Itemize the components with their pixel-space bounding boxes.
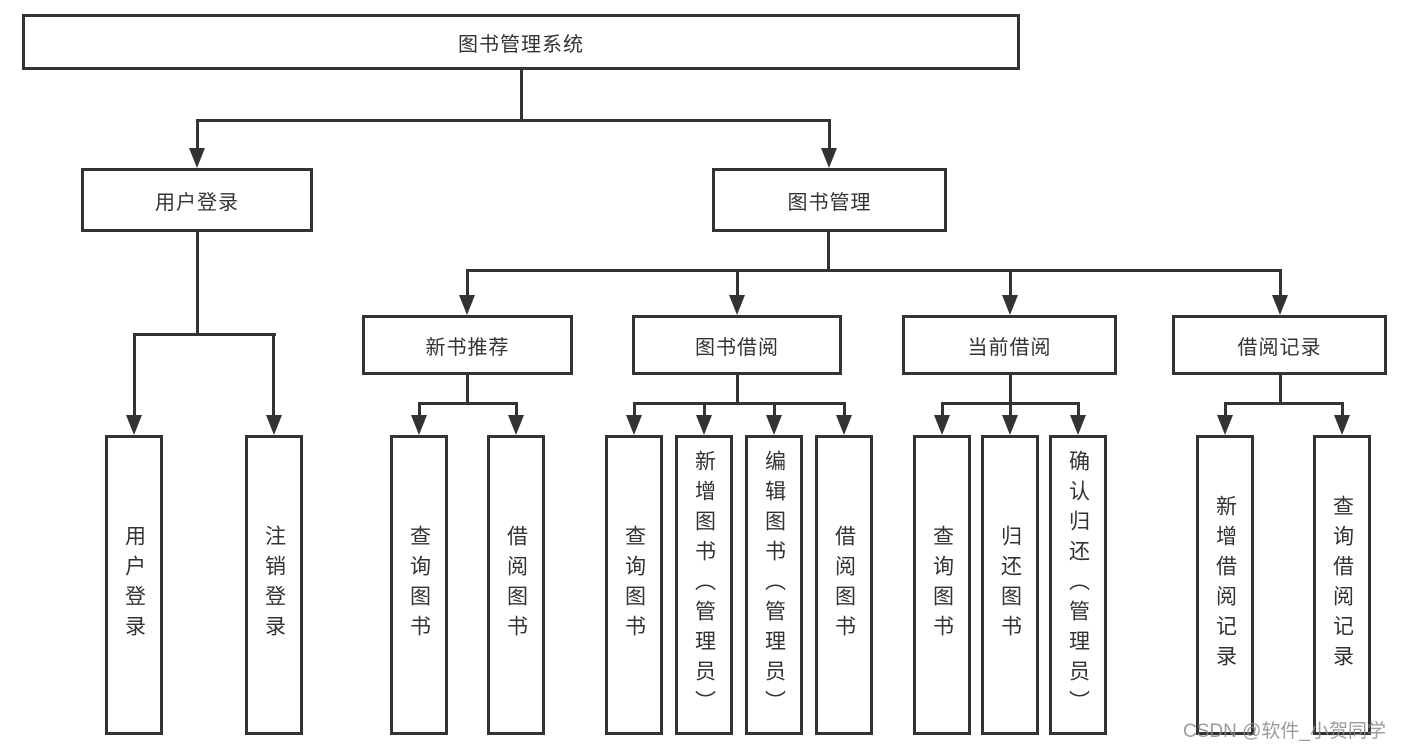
connector-borrow-records-rail (1224, 402, 1344, 405)
node-label: 确认归还（管理员） (1066, 450, 1090, 720)
arrow-down-icon (766, 415, 782, 435)
connector-drop-book-borrow (736, 269, 739, 297)
connector-drop (1341, 402, 1344, 417)
connector-current-borrow-stub (1009, 375, 1012, 405)
connector-drop (515, 402, 518, 417)
arrow-down-icon (1002, 415, 1018, 435)
arrow-down-icon (729, 295, 745, 315)
connector-drop (418, 402, 421, 417)
connector-drop (1077, 402, 1080, 417)
arrow-down-icon (189, 148, 205, 168)
arrow-down-icon (266, 415, 282, 435)
node-label: 图书借阅 (695, 336, 779, 359)
arrow-down-icon (126, 415, 142, 435)
node-borrowing-records: 借阅记录 (1172, 315, 1387, 375)
node-query-books-1: 查询图书 (390, 435, 448, 735)
connector-new-books-stub (466, 375, 469, 405)
node-label: 新书推荐 (425, 336, 510, 359)
node-label: 图书管理系统 (458, 33, 584, 56)
arrow-down-icon (1334, 415, 1350, 435)
arrow-down-icon (459, 295, 475, 315)
connector-new-books-rail (418, 402, 518, 405)
node-label: 借阅图书 (504, 525, 528, 645)
node-label: 归还图书 (998, 525, 1022, 645)
node-label: 新增借阅记录 (1213, 495, 1237, 675)
node-library-management-system: 图书管理系统 (22, 14, 1020, 70)
arrow-down-icon (411, 415, 427, 435)
node-label: 图书管理 (787, 191, 872, 214)
node-logout-leaf: 注销登录 (245, 435, 303, 735)
node-borrow-books-2: 借阅图书 (815, 435, 873, 735)
node-label: 查询借阅记录 (1330, 495, 1354, 675)
node-label: 查询图书 (407, 525, 431, 645)
connector-drop (1009, 402, 1012, 417)
node-label: 查询图书 (622, 525, 646, 645)
node-label: 当前借阅 (967, 336, 1052, 359)
node-query-books-2: 查询图书 (605, 435, 663, 735)
arrow-down-icon (1272, 295, 1288, 315)
connector-drop (941, 402, 944, 417)
node-label: 借阅记录 (1237, 336, 1322, 359)
node-label: 注销登录 (262, 525, 286, 645)
node-query-borrow-record: 查询借阅记录 (1313, 435, 1371, 735)
connector-book-borrow-rail (633, 402, 845, 405)
connector-drop-book-management (828, 119, 831, 150)
arrow-down-icon (934, 415, 950, 435)
connector-user-login-rail (133, 333, 276, 336)
arrow-down-icon (1217, 415, 1233, 435)
node-new-book-recommendation: 新书推荐 (362, 315, 573, 375)
connector-drop-logout-leaf (272, 333, 275, 417)
connector-drop (703, 402, 706, 417)
node-book-management: 图书管理 (712, 168, 947, 232)
connector-drop (773, 402, 776, 417)
node-return-books: 归还图书 (981, 435, 1039, 735)
node-label: 用户登录 (155, 191, 239, 214)
node-user-login-leaf: 用户登录 (105, 435, 163, 735)
connector-drop-borrow-records (1279, 269, 1282, 297)
csdn-watermark: CSDN @软件_小贺同学 (1183, 721, 1386, 742)
arrow-down-icon (836, 415, 852, 435)
connector-book-management-stub (827, 232, 830, 272)
node-book-borrowing: 图书借阅 (632, 315, 842, 375)
node-label: 用户登录 (122, 525, 146, 645)
connector-drop (843, 402, 846, 417)
connector-user-login-stub (196, 232, 199, 336)
connector-book-management-rail (466, 269, 1280, 272)
arrow-down-icon (821, 148, 837, 168)
node-label: 查询图书 (930, 525, 954, 645)
connector-drop-user-login (196, 119, 199, 150)
node-confirm-return-admin: 确认归还（管理员） (1049, 435, 1107, 735)
node-edit-books-admin: 编辑图书（管理员） (745, 435, 803, 735)
connector-drop-new-books (466, 269, 469, 297)
node-add-books-admin: 新增图书（管理员） (675, 435, 733, 735)
node-borrow-books-1: 借阅图书 (487, 435, 545, 735)
node-label: 新增图书（管理员） (692, 450, 716, 720)
arrow-down-icon (1070, 415, 1086, 435)
connector-root-stub (520, 70, 523, 122)
connector-drop (1224, 402, 1227, 417)
node-add-borrow-record: 新增借阅记录 (1196, 435, 1254, 735)
node-label: 借阅图书 (832, 525, 856, 645)
node-current-borrowing: 当前借阅 (902, 315, 1117, 375)
arrow-down-icon (626, 415, 642, 435)
node-query-books-3: 查询图书 (913, 435, 971, 735)
connector-drop-login-leaf (133, 333, 136, 417)
connector-borrow-records-stub (1279, 375, 1282, 405)
node-user-login: 用户登录 (81, 168, 313, 232)
arrow-down-icon (1002, 295, 1018, 315)
connector-drop (633, 402, 636, 417)
arrow-down-icon (696, 415, 712, 435)
connector-book-borrow-stub (736, 375, 739, 405)
node-label: 编辑图书（管理员） (762, 450, 786, 720)
connector-root-rail (196, 119, 831, 122)
connector-drop-current-borrow (1009, 269, 1012, 297)
arrow-down-icon (508, 415, 524, 435)
